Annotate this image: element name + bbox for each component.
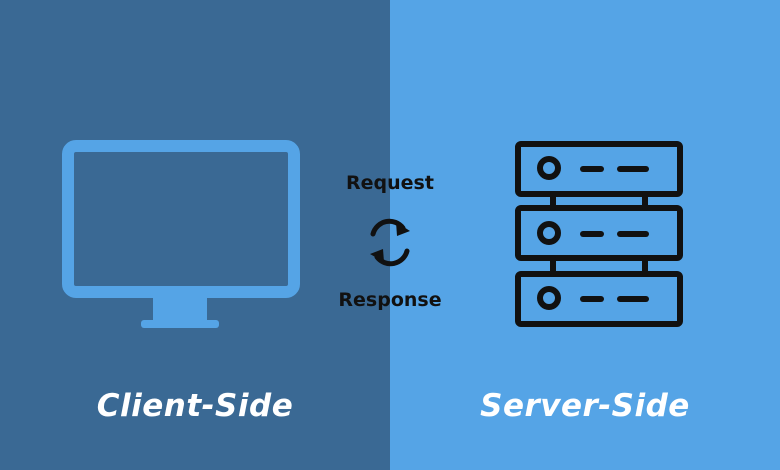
server-unit-3 [515, 271, 683, 327]
server-led-2 [537, 221, 561, 245]
server-unit-1 [515, 141, 683, 197]
server-led-1 [537, 156, 561, 180]
server-unit-2 [515, 205, 683, 261]
request-label: Request [346, 172, 434, 194]
monitor-icon [62, 140, 300, 328]
client-side-label: Client-Side [96, 388, 294, 424]
server-led-3 [537, 286, 561, 310]
response-label: Response [338, 289, 442, 311]
server-side-label: Server-Side [480, 388, 690, 424]
monitor-screen [62, 140, 300, 298]
monitor-neck [153, 298, 207, 322]
monitor-base [141, 320, 219, 328]
